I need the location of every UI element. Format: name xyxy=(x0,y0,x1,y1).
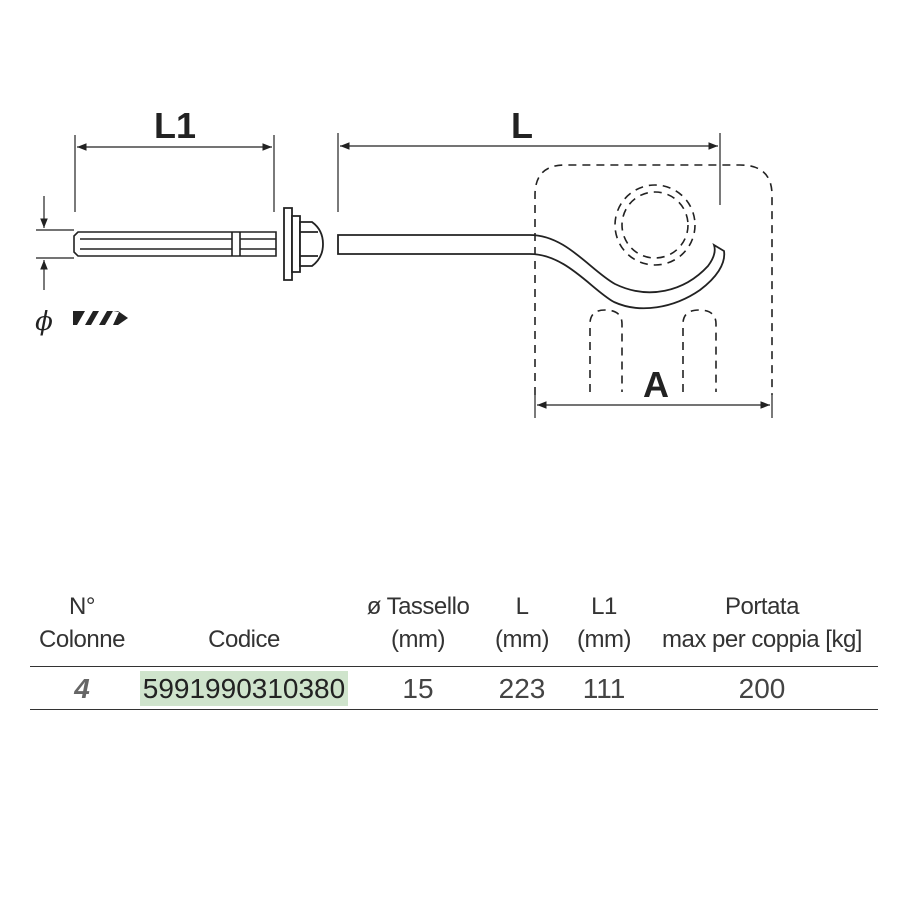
product-code[interactable]: 5991990310380 xyxy=(139,671,349,706)
cell-l1: 111 xyxy=(562,666,646,710)
hook-rod xyxy=(337,234,726,310)
l-label: L xyxy=(511,105,533,146)
column-profile xyxy=(534,164,773,395)
anchor-bolt-diagram: L1 L ϕ xyxy=(35,105,773,418)
anchor-sleeve xyxy=(73,231,277,257)
cell-l: 223 xyxy=(482,666,562,710)
l1-dimension xyxy=(74,135,275,212)
a-label: A xyxy=(643,364,669,405)
cell-portata: 200 xyxy=(646,666,878,710)
diameter-dimension xyxy=(36,196,74,290)
header-tassello: ø Tassello (mm) xyxy=(354,590,482,667)
diameter-symbol: ϕ xyxy=(35,307,53,337)
a-dimension xyxy=(534,395,773,418)
drill-bit-icon xyxy=(73,311,128,325)
header-colonne: N° Colonne xyxy=(30,590,134,667)
header-l1: L1 (mm) xyxy=(562,590,646,667)
cell-codice[interactable]: 5991990310380 xyxy=(134,666,354,710)
anchor-collar xyxy=(283,207,324,281)
header-l: L (mm) xyxy=(482,590,562,667)
cell-colonne: 4 xyxy=(30,666,134,710)
l-dimension xyxy=(337,133,721,212)
l1-label: L1 xyxy=(154,105,196,146)
header-portata: Portata max per coppia [kg] xyxy=(646,590,878,667)
cell-tassello: 15 xyxy=(354,666,482,710)
header-codice: Codice xyxy=(134,590,354,667)
spec-table: N° Colonne Codice ø Tassello (mm) L (mm)… xyxy=(30,590,878,710)
table-row: 4 5991990310380 15 223 111 200 xyxy=(30,666,878,710)
table-header-row: N° Colonne Codice ø Tassello (mm) L (mm)… xyxy=(30,590,878,667)
